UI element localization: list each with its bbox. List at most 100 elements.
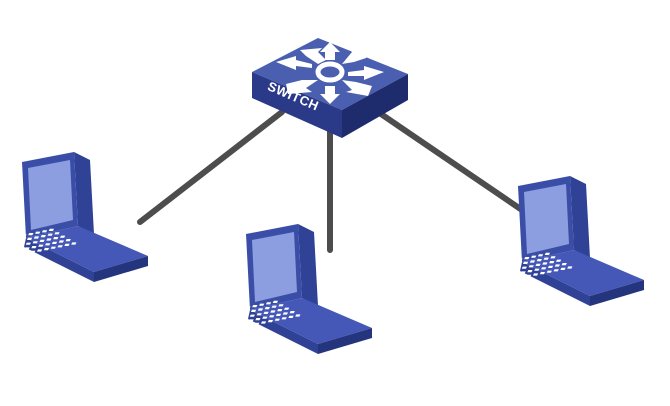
keyboard-key: [270, 310, 276, 313]
keyboard-key: [555, 259, 562, 262]
keyboard-key: [255, 318, 261, 321]
keyboard-key: [48, 228, 54, 232]
keyboard-key: [544, 252, 550, 256]
keyboard-key: [59, 235, 66, 238]
keyboard-key: [240, 325, 246, 328]
keyboard-key: [271, 305, 277, 308]
keyboard-key: [509, 264, 515, 267]
laptop-keyboard: [489, 252, 573, 280]
keyboard-key: [247, 324, 253, 327]
keyboard-key: [20, 239, 26, 242]
keyboard-key: [25, 242, 31, 245]
keyboard-key: [257, 308, 264, 311]
keyboard-key: [265, 302, 272, 305]
keyboard-key: [224, 310, 231, 313]
keyboard-key: [46, 238, 52, 241]
keyboard-key: [10, 250, 17, 253]
keyboard-key: [508, 269, 514, 272]
keyboard-key: [234, 322, 241, 325]
keyboard-key: [534, 268, 540, 271]
keyboard-key: [40, 235, 46, 238]
keyboard-key: [519, 276, 525, 279]
keyboard-key: [51, 241, 58, 245]
keyboard-key: [531, 255, 537, 258]
keyboard-key: [503, 261, 509, 264]
keyboard-key: [529, 260, 536, 263]
keyboard-key: [21, 234, 27, 237]
keyboard-key: [539, 272, 546, 275]
keyboard-key: [252, 305, 258, 308]
keyboard-key: [5, 246, 11, 250]
keyboard-key: [272, 300, 278, 304]
keyboard-key: [489, 264, 496, 267]
keyboard-key: [16, 253, 22, 256]
keyboard-key: [516, 263, 522, 266]
keyboard-key: [248, 319, 254, 322]
keyboard-key: [263, 311, 269, 315]
keyboard-key: [250, 309, 257, 313]
keyboard-key: [238, 307, 244, 311]
keyboard-key: [249, 314, 255, 317]
keyboard-key: [522, 261, 529, 265]
switch-side-face: [342, 74, 408, 138]
keyboard-key: [236, 317, 242, 320]
links: [137, 109, 575, 253]
keyboard-key: [53, 237, 59, 240]
keyboard-key: [26, 237, 33, 241]
laptop-center: [217, 224, 372, 354]
keyboard-key: [512, 277, 518, 280]
four-way-arrows-icon: [276, 42, 384, 104]
laptop-keyboard: [0, 228, 77, 256]
keyboard-key: [54, 232, 60, 235]
keyboard-key: [267, 320, 274, 323]
keyboard-key: [521, 266, 527, 269]
switch-device: SWITCH: [252, 38, 408, 138]
keyboard-key: [23, 252, 29, 255]
keyboard-key: [281, 317, 287, 320]
keyboard-key: [43, 248, 50, 251]
keyboard-key: [527, 270, 533, 273]
keyboard-key: [288, 315, 294, 319]
keyboard-key: [506, 274, 513, 277]
keyboard-key: [546, 270, 552, 273]
keyboard-key: [229, 318, 235, 322]
keyboard-key: [542, 262, 548, 265]
keyboard-key: [554, 264, 560, 267]
keyboard-key: [241, 320, 247, 324]
keyboard-key: [502, 266, 508, 269]
keyboard-key: [520, 271, 526, 274]
keyboard-key: [45, 243, 51, 246]
keyboard-key: [524, 257, 530, 260]
keyboard-key: [38, 244, 44, 247]
keyboard-key: [282, 312, 288, 315]
keyboard-key: [550, 256, 556, 259]
keyboard-key: [514, 268, 521, 271]
keyboard-key: [39, 239, 45, 243]
keyboard-key: [295, 314, 301, 317]
keyboard-key: [31, 246, 37, 249]
keyboard-key: [543, 257, 549, 260]
keyboard-key: [278, 304, 284, 307]
keyboard-key: [262, 316, 268, 319]
keyboard-key: [501, 270, 507, 274]
keyboard-key: [50, 246, 56, 249]
keyboard-key: [541, 267, 547, 270]
keyboard-key: [245, 306, 251, 309]
keyboard-key: [528, 265, 534, 268]
keyboard-key: [496, 262, 503, 265]
laptop-right: [489, 176, 644, 306]
keyboard-key: [33, 236, 40, 239]
keyboard-key: [223, 315, 229, 318]
keyboard-key: [18, 244, 25, 247]
keyboard-key: [510, 259, 516, 263]
keyboard-key: [17, 248, 23, 252]
keyboard-key: [30, 250, 36, 254]
keyboard-key: [274, 318, 280, 321]
keyboard-key: [6, 242, 12, 245]
keyboard-key: [283, 307, 290, 310]
keyboard-key: [217, 312, 224, 315]
keyboard-key: [547, 265, 554, 269]
keyboard-key: [13, 240, 19, 243]
